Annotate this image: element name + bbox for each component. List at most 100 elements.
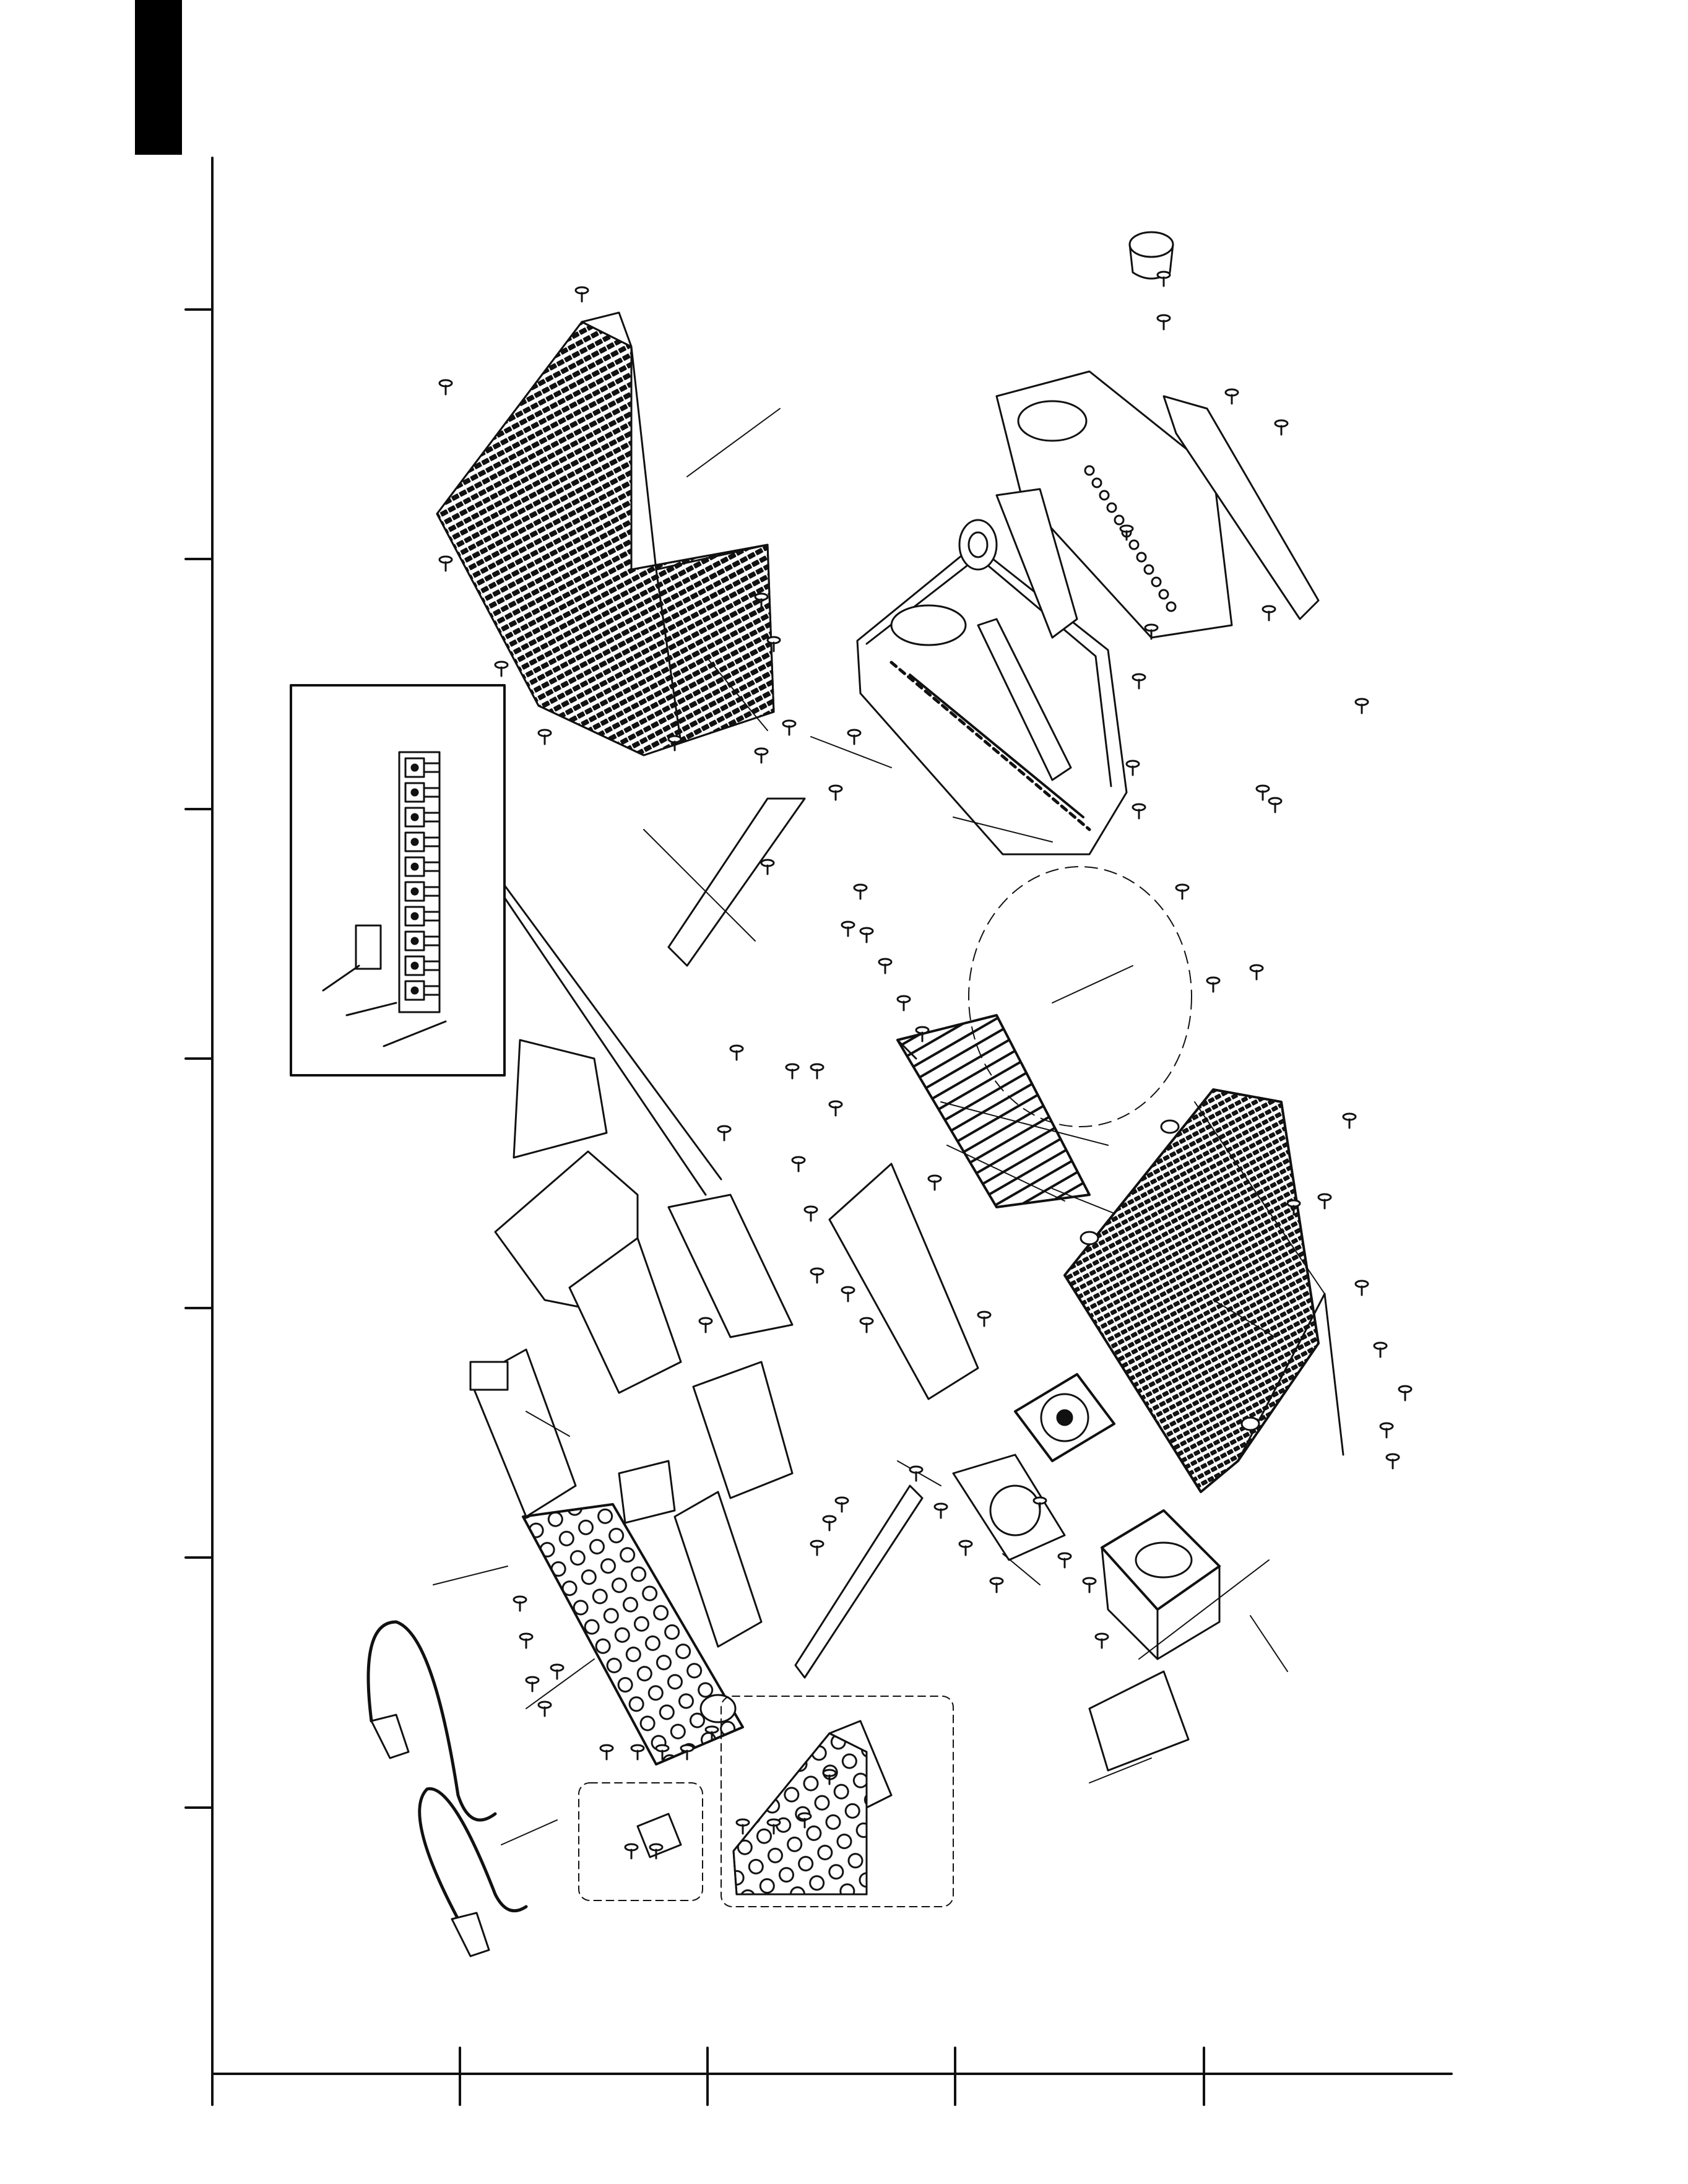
screw-icon bbox=[841, 921, 855, 937]
screw-icon bbox=[1268, 797, 1283, 813]
leader-line bbox=[643, 829, 756, 942]
screw-icon bbox=[754, 747, 769, 764]
screw-icon bbox=[810, 1540, 825, 1556]
front-button bbox=[1106, 502, 1117, 513]
screw-icon bbox=[1082, 1577, 1097, 1593]
screw-icon bbox=[599, 1744, 614, 1761]
leader-line bbox=[705, 656, 768, 731]
screw-icon bbox=[828, 784, 843, 801]
screw-icon bbox=[989, 1577, 1004, 1593]
screw-icon bbox=[834, 1496, 849, 1513]
front-panel bbox=[856, 370, 1320, 856]
front-button bbox=[1099, 490, 1110, 501]
leader-line bbox=[953, 817, 1053, 843]
screw-icon bbox=[1317, 1193, 1332, 1210]
screw-icon bbox=[977, 1311, 992, 1327]
leader-line bbox=[1002, 1553, 1041, 1585]
screw-icon bbox=[1156, 271, 1171, 287]
leader-line bbox=[1194, 1101, 1325, 1294]
leader-line bbox=[810, 736, 892, 768]
screw-icon bbox=[1379, 1422, 1394, 1439]
leader-lines bbox=[433, 408, 1325, 1845]
screw-icon bbox=[847, 729, 862, 745]
screw-icon bbox=[1132, 673, 1146, 690]
screw-icon bbox=[1342, 1112, 1357, 1129]
screw-icon bbox=[537, 729, 552, 745]
screw-icon bbox=[810, 1063, 825, 1080]
vertical-ruler-ticks bbox=[184, 308, 214, 1809]
screw-icon bbox=[958, 1540, 973, 1556]
leader-line bbox=[946, 1145, 1065, 1202]
transistor bbox=[404, 782, 425, 803]
front-button bbox=[1143, 564, 1154, 575]
screw-icon bbox=[1175, 883, 1190, 900]
transistor-hole bbox=[410, 912, 419, 921]
screw-icon bbox=[1373, 1341, 1388, 1358]
transistor-hole bbox=[410, 887, 419, 896]
screw-icon bbox=[853, 883, 868, 900]
front-button bbox=[1091, 477, 1102, 488]
transformer bbox=[1101, 1509, 1221, 1660]
ribbon-cable bbox=[667, 797, 806, 967]
screw-icon bbox=[1255, 784, 1270, 801]
transistor bbox=[404, 980, 425, 1001]
sub-assembly-dashed-outline bbox=[968, 866, 1192, 1127]
chassis bbox=[1063, 1088, 1344, 1493]
front-button bbox=[1151, 576, 1162, 587]
screw-icon bbox=[859, 1317, 874, 1333]
screw-icon bbox=[717, 1125, 732, 1142]
screw-icon bbox=[735, 1818, 750, 1835]
heat-sink bbox=[896, 1014, 1091, 1208]
screw-icon bbox=[438, 379, 453, 396]
screw-icon bbox=[698, 1317, 713, 1333]
screw-icon bbox=[1206, 976, 1221, 993]
screw-icon bbox=[574, 286, 589, 303]
rear-panel bbox=[522, 1503, 744, 1766]
screw-icon bbox=[760, 859, 775, 875]
transistor-hole bbox=[410, 838, 419, 846]
front-button bbox=[1128, 539, 1140, 550]
screw-icon bbox=[1224, 388, 1239, 405]
leader-line bbox=[1052, 1188, 1115, 1214]
transistor-hole bbox=[410, 937, 419, 945]
screw-icon bbox=[1094, 1632, 1109, 1649]
screw-icon bbox=[1354, 698, 1369, 714]
leader-line bbox=[1138, 1559, 1270, 1660]
front-button bbox=[1136, 552, 1147, 563]
screw-icon bbox=[1249, 964, 1264, 981]
leader-line bbox=[1052, 965, 1133, 1003]
transistor-hole bbox=[410, 862, 419, 871]
front-button bbox=[1084, 465, 1095, 476]
leader-line bbox=[433, 1566, 508, 1585]
top-cover bbox=[436, 311, 775, 756]
screw-icon bbox=[933, 1502, 948, 1519]
power-cord-2 bbox=[418, 1787, 528, 1957]
screw-icon bbox=[1057, 1552, 1072, 1569]
front-button bbox=[1158, 589, 1169, 600]
dashed-insets bbox=[578, 1696, 954, 1907]
leader-line bbox=[940, 1101, 1109, 1146]
leader-line bbox=[1089, 1757, 1152, 1783]
inset-rear-corner bbox=[732, 1720, 893, 1896]
screw-icon bbox=[550, 1663, 565, 1680]
front-button bbox=[1166, 601, 1177, 612]
leader-line bbox=[686, 408, 781, 477]
screw-icon bbox=[822, 1515, 837, 1532]
power-cord-1 bbox=[366, 1620, 497, 1822]
side-bracket bbox=[794, 1484, 924, 1679]
volume-knob bbox=[958, 519, 998, 571]
leader-line bbox=[501, 1819, 558, 1845]
transistor-hole bbox=[410, 788, 419, 797]
section-tab bbox=[135, 0, 182, 155]
border-ruler bbox=[184, 157, 1453, 2106]
leader-line bbox=[897, 1460, 941, 1486]
screw-icon bbox=[896, 995, 911, 1012]
screw-icon bbox=[1125, 760, 1140, 776]
bottom-plate bbox=[1088, 1670, 1190, 1772]
inset-bracket bbox=[636, 1813, 682, 1858]
screw-icon bbox=[438, 555, 453, 572]
screw-icon bbox=[519, 1632, 534, 1649]
circuit-boards bbox=[469, 1039, 979, 1648]
